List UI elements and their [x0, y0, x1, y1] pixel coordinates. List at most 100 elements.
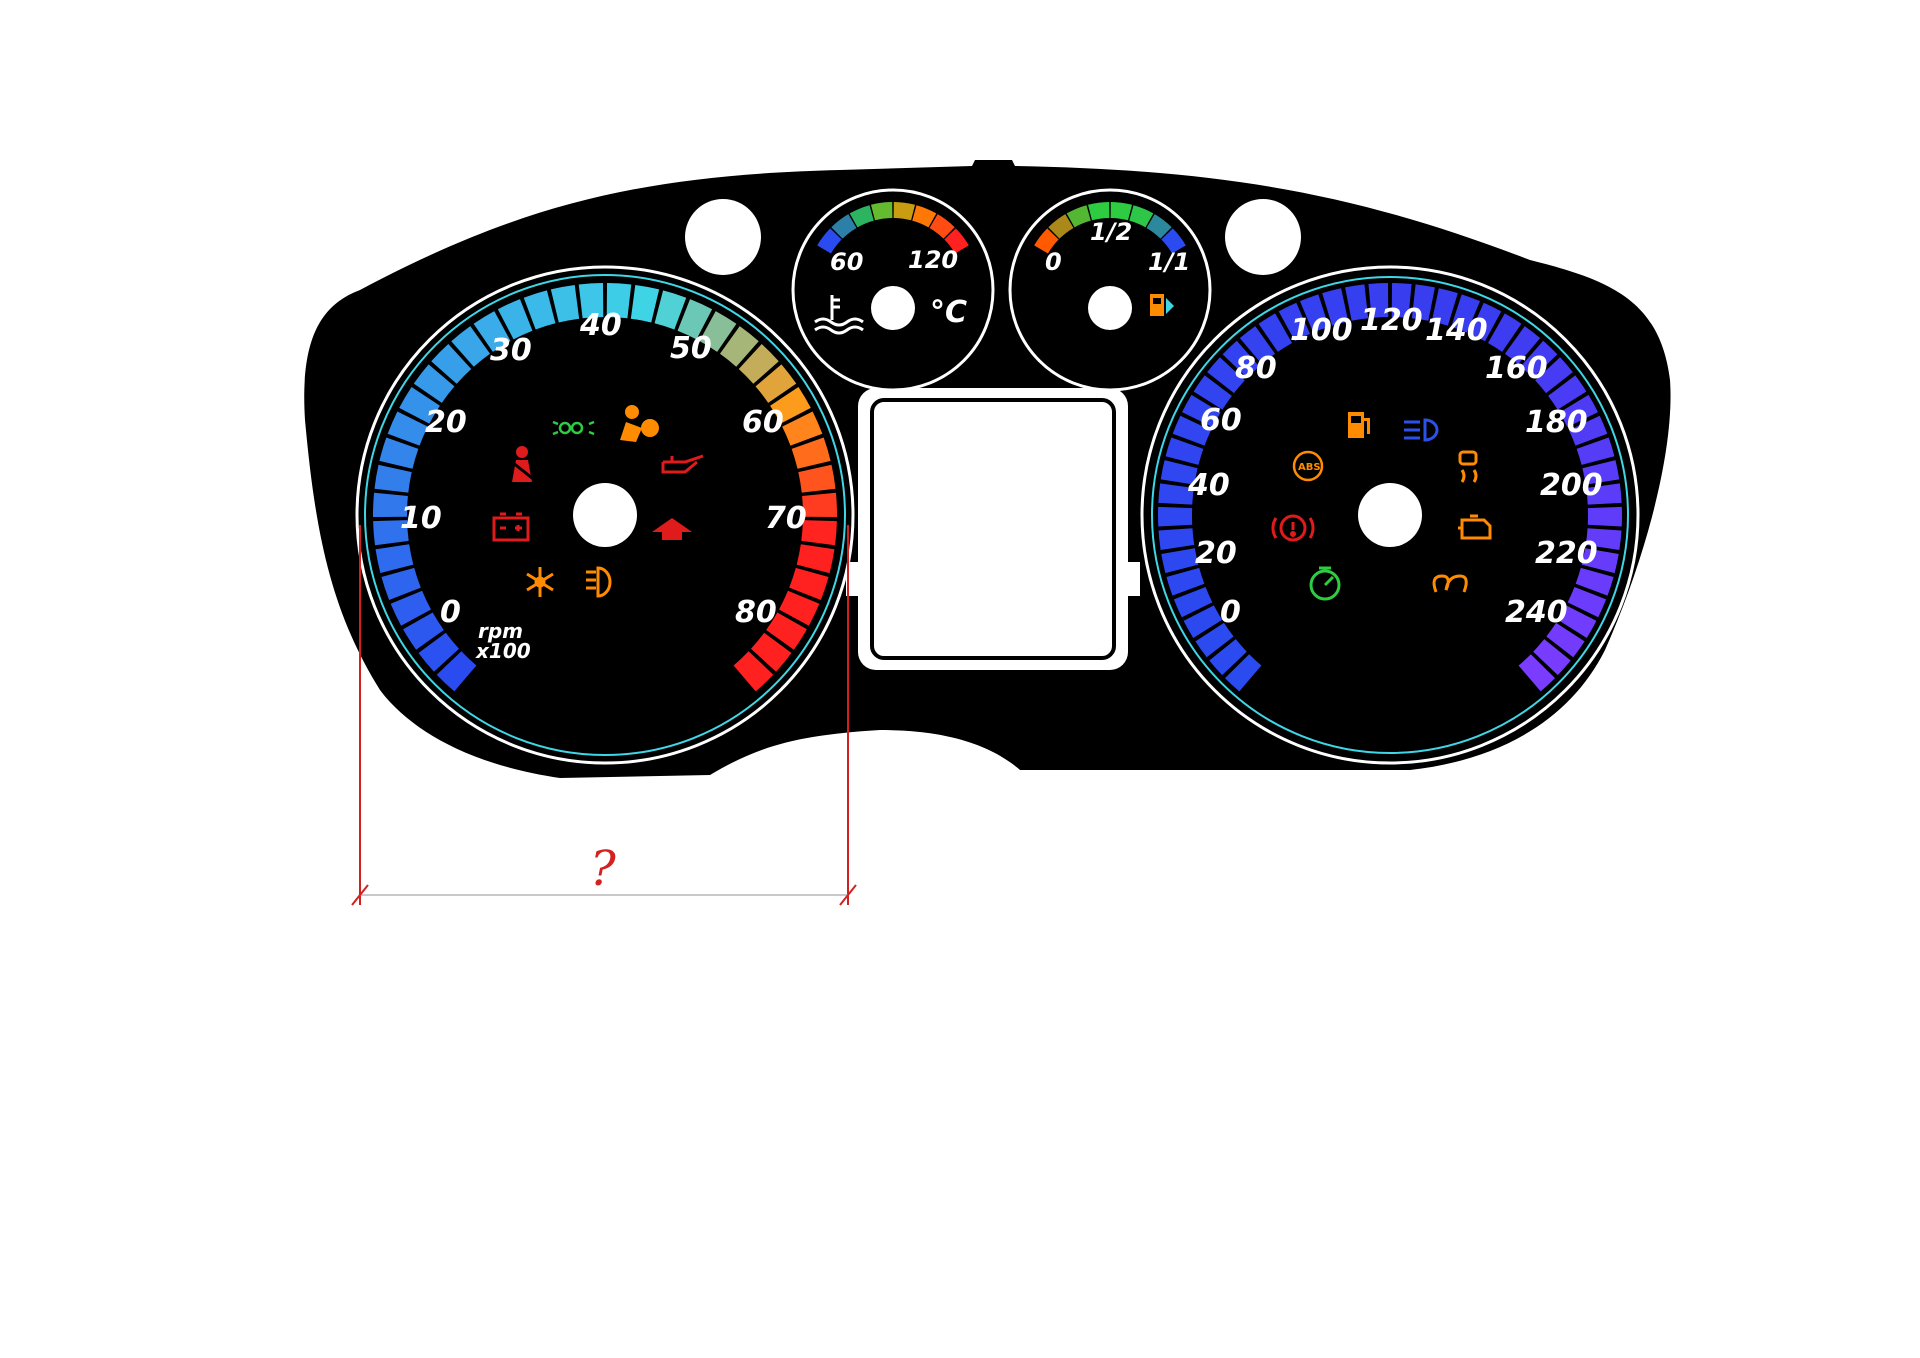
- speed-scale-segment: [1299, 294, 1329, 333]
- shift-up-arrow-icon: [652, 518, 692, 540]
- speed-tick-label: 0: [1220, 595, 1241, 630]
- speedometer-warning-icons: ABS: [1271, 412, 1492, 601]
- tach-scale-segment: [431, 343, 472, 384]
- tach-scale-segment: [523, 290, 556, 330]
- tachometer-hub: [573, 483, 637, 547]
- fuel-scale-segment: [1146, 214, 1172, 239]
- tachometer-scale: [372, 283, 837, 692]
- speed-scale-segment: [1520, 340, 1558, 378]
- speed-tick-label: 240: [1505, 595, 1568, 630]
- speed-tick-label: 20: [1195, 536, 1237, 571]
- tachometer-warning-icons: [492, 405, 704, 598]
- tach-tick-label: 0: [440, 595, 461, 630]
- speed-scale-segment: [1195, 622, 1234, 658]
- tach-scale-segment: [497, 299, 533, 340]
- cruise-control-icon: [1309, 566, 1341, 601]
- tach-scale-segment: [789, 567, 829, 601]
- parking-lights-icon: [552, 420, 595, 436]
- speed-scale-segment: [1576, 437, 1615, 465]
- tach-scale-segment: [802, 492, 837, 518]
- speed-scale-segment: [1158, 506, 1193, 527]
- speed-scale-segment: [1451, 294, 1481, 333]
- fuel-empty-label: 0: [1045, 248, 1062, 276]
- speed-tick-label: 80: [1235, 351, 1277, 386]
- speed-scale-segment: [1166, 567, 1205, 596]
- speed-scale-segment: [1431, 288, 1458, 326]
- fuel-pump-icon: [1348, 412, 1370, 438]
- fuel-scale-segment: [1087, 202, 1110, 221]
- speed-scale-segment: [1504, 326, 1541, 365]
- speed-scale-segment: [1568, 415, 1608, 446]
- fuel-scale-segment: [1110, 202, 1133, 221]
- tach-scale-segment: [796, 544, 835, 574]
- temp-high-label: 120: [908, 246, 958, 274]
- speed-scale-segment: [1411, 284, 1435, 321]
- tach-tick-label: 20: [425, 405, 467, 440]
- tach-scale-segment: [381, 567, 421, 601]
- fuel-scale-segment: [1034, 228, 1059, 254]
- speed-scale-segment: [1582, 460, 1620, 485]
- tach-tick-label: 60: [742, 405, 784, 440]
- tach-scale-segment: [654, 290, 687, 330]
- temp-scale-segment: [929, 214, 955, 239]
- tach-scale-segment: [699, 311, 737, 352]
- speed-scale-segment: [1278, 302, 1310, 342]
- temp-scale-segment: [912, 205, 937, 228]
- speed-scale-segment: [1161, 548, 1199, 574]
- tachometer-labels: 0 10 20 30 40 50 60 70 80 rpm x100: [400, 308, 807, 663]
- speed-scale-segment: [1470, 302, 1502, 342]
- temp-scale-segment: [944, 228, 969, 254]
- temp-scale-segment: [849, 205, 874, 228]
- check-engine-icon: [1458, 514, 1492, 540]
- tach-tick-label: 50: [670, 331, 712, 366]
- glow-plug-icon: [1432, 574, 1468, 593]
- speed-scale-segment: [1209, 639, 1247, 676]
- tach-scale-segment: [373, 520, 409, 546]
- tach-scale-segment: [606, 283, 632, 319]
- speed-scale-segment: [1546, 622, 1585, 658]
- tach-scale-segment: [387, 411, 428, 446]
- tach-scale-segment: [798, 464, 836, 493]
- tach-tick-label: 10: [400, 501, 442, 536]
- speed-scale-segment: [1587, 506, 1622, 527]
- tach-scale-segment: [677, 299, 713, 340]
- fuel-pump-icon: [1150, 294, 1174, 316]
- speed-tick-label: 120: [1360, 303, 1423, 338]
- tach-scale-segment: [630, 284, 660, 323]
- speed-tick-label: 160: [1485, 351, 1548, 386]
- airbag-icon: [620, 405, 659, 442]
- tach-scale-segment: [719, 326, 759, 367]
- speed-scale-segment: [1585, 528, 1622, 550]
- speed-tick-label: 180: [1525, 405, 1588, 440]
- tach-scale-segment: [766, 612, 807, 650]
- speed-scale-segment: [1322, 288, 1349, 326]
- speed-scale-segment: [1193, 375, 1232, 410]
- speed-tick-label: 100: [1290, 313, 1353, 348]
- traction-control-icon: [1458, 450, 1478, 483]
- speed-scale-segment: [1533, 639, 1571, 676]
- temp-scale-segment: [831, 214, 857, 239]
- tach-scale-segment: [375, 544, 414, 574]
- speed-scale-segment: [1222, 340, 1260, 378]
- speed-scale-segment: [1575, 567, 1614, 596]
- speed-scale-segment: [1160, 460, 1198, 485]
- rear-fog-light-icon: [586, 566, 612, 598]
- temperature-scale: [817, 202, 969, 254]
- speed-scale-segment: [1488, 313, 1522, 352]
- speed-scale-segment: [1586, 483, 1622, 505]
- speed-scale-segment: [1581, 548, 1619, 574]
- tach-scale-segment: [436, 651, 477, 692]
- tach-tick-label: 80: [735, 595, 777, 630]
- tach-tick-label: 40: [579, 308, 622, 343]
- tach-scale-segment: [782, 411, 823, 446]
- speed-scale-segment: [1173, 587, 1213, 618]
- tach-scale-segment: [413, 364, 455, 403]
- speed-scale-segment: [1158, 483, 1194, 505]
- abs-icon: ABS: [1292, 450, 1324, 482]
- tach-scale-segment: [451, 326, 491, 367]
- tach-scale-segment: [791, 437, 831, 469]
- temp-scale-segment: [893, 202, 916, 221]
- speed-scale-segment: [1345, 284, 1369, 321]
- tach-scale-segment: [403, 612, 444, 650]
